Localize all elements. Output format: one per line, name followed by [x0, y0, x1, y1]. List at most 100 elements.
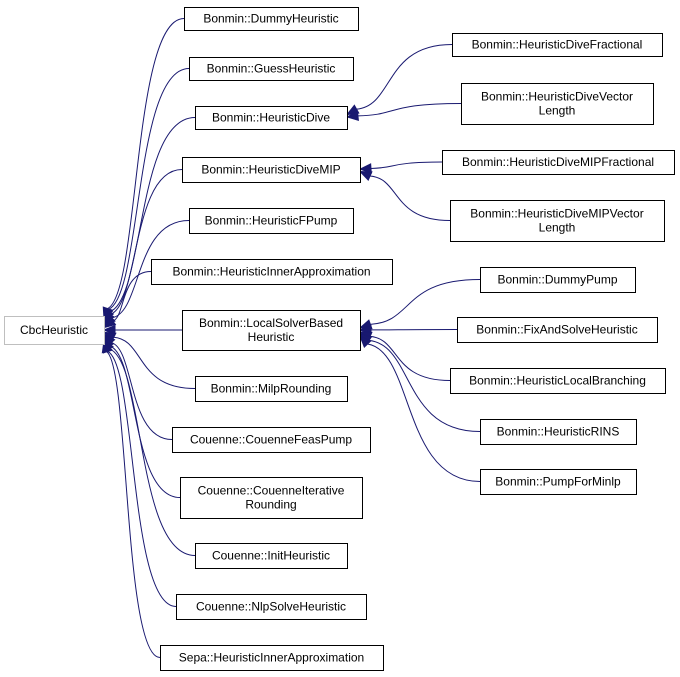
edge-feas-to-cbc: [103, 333, 173, 440]
class-node-fpump[interactable]: Bonmin::HeuristicFPump: [189, 208, 354, 234]
node-box: [450, 368, 666, 394]
class-node-cbc[interactable]: CbcHeuristic: [4, 316, 105, 345]
class-node-hdive[interactable]: Bonmin::HeuristicDive: [195, 106, 348, 130]
class-node-init[interactable]: Couenne::InitHeuristic: [195, 543, 348, 569]
edge-line: [368, 339, 481, 432]
node-box: [160, 645, 384, 671]
node-box: [184, 7, 359, 31]
node-box: [450, 200, 665, 242]
class-node-dpump[interactable]: Bonmin::DummyPump: [480, 267, 636, 293]
node-box: [189, 57, 354, 81]
class-node-dummy[interactable]: Bonmin::DummyHeuristic: [184, 7, 359, 31]
class-node-fixsolve[interactable]: Bonmin::FixAndSolveHeuristic: [457, 317, 658, 343]
edge-line: [370, 161, 443, 169]
node-label: Bonmin::GuessHeuristic: [207, 62, 336, 76]
class-node-pumpminlp[interactable]: Bonmin::PumpForMinlp: [480, 469, 637, 495]
node-label: Bonmin::DummyHeuristic: [203, 12, 338, 26]
node-label: Bonmin::MilpRounding: [211, 382, 332, 396]
edge-milp-to-cbc: [102, 331, 196, 389]
edge-line: [367, 343, 481, 482]
class-node-rins[interactable]: Bonmin::HeuristicRINS: [480, 419, 637, 445]
edge-line: [107, 18, 185, 310]
class-node-hinner[interactable]: Bonmin::HeuristicInnerApproximation: [151, 259, 393, 285]
node-box: [189, 208, 354, 234]
edge-hinner-to-cbc: [102, 271, 152, 329]
edge-nlp-to-cbc: [102, 339, 177, 607]
node-box: [457, 317, 658, 343]
edge-line: [111, 342, 173, 440]
node-label: Rounding: [245, 498, 296, 512]
edge-line: [109, 169, 183, 315]
edge-line: [113, 336, 196, 389]
node-box: [180, 477, 363, 519]
class-node-sepa[interactable]: Sepa::HeuristicInnerApproximation: [160, 645, 384, 671]
node-label: Bonmin::DummyPump: [497, 273, 617, 287]
node-label: Couenne::CouenneIterative: [198, 484, 345, 498]
node-label: Bonmin::HeuristicDiveFractional: [472, 38, 643, 52]
edge-line: [356, 44, 453, 110]
class-node-nlp[interactable]: Couenne::NlpSolveHeuristic: [176, 594, 367, 620]
edge-line: [370, 335, 451, 381]
node-box: [182, 157, 361, 183]
node-box: [195, 106, 348, 130]
node-label: Heuristic: [248, 330, 295, 344]
arrowhead-icon: [359, 335, 372, 349]
node-label: Bonmin::HeuristicLocalBranching: [469, 374, 646, 388]
edge-pumpminlp-to-lsb: [359, 335, 481, 482]
edge-layer: [101, 18, 481, 658]
node-layer: CbcHeuristic Bonmin::DummyHeuristicBonmin…: [4, 7, 675, 671]
edge-line: [370, 175, 451, 221]
edge-hdvec-to-hdive: [345, 103, 462, 121]
class-node-milp[interactable]: Bonmin::MilpRounding: [195, 376, 348, 402]
class-node-hdivemip[interactable]: Bonmin::HeuristicDiveMIP: [182, 157, 361, 183]
node-label: Length: [539, 221, 576, 235]
edge-line: [107, 350, 177, 607]
arrowhead-icon: [358, 163, 372, 174]
arrowhead-icon: [345, 110, 359, 121]
node-box: [480, 267, 636, 293]
edge-hdmipvec-to-hdivemip: [358, 171, 451, 221]
edge-line: [109, 117, 196, 313]
node-box: [151, 259, 393, 285]
node-box: [461, 83, 654, 125]
node-box: [480, 419, 637, 445]
class-node-feas[interactable]: Couenne::CouenneFeasPump: [172, 427, 371, 453]
node-label: Bonmin::LocalSolverBased: [199, 316, 343, 330]
node-label: Bonmin::PumpForMinlp: [495, 475, 621, 489]
node-label: Bonmin::HeuristicInnerApproximation: [172, 265, 370, 279]
class-node-guess[interactable]: Bonmin::GuessHeuristic: [189, 57, 354, 81]
node-label: Bonmin::HeuristicDiveMIPVector: [470, 207, 643, 221]
edge-lsb-to-cbc: [102, 324, 182, 336]
class-node-localbranch[interactable]: Bonmin::HeuristicLocalBranching: [450, 368, 666, 394]
class-node-hdmipfrac[interactable]: Bonmin::HeuristicDiveMIPFractional: [442, 150, 675, 175]
node-label: Sepa::HeuristicInnerApproximation: [179, 651, 364, 665]
node-label: Bonmin::HeuristicFPump: [205, 214, 338, 228]
arrowhead-icon: [102, 324, 116, 336]
edge-hdive-to-cbc: [103, 117, 196, 323]
edge-line: [357, 103, 462, 117]
class-node-hdfrac[interactable]: Bonmin::HeuristicDiveFractional: [452, 33, 663, 57]
node-box: [172, 427, 371, 453]
arrowhead-icon: [102, 316, 117, 329]
node-label: Bonmin::FixAndSolveHeuristic: [476, 323, 637, 337]
edge-line: [370, 279, 481, 325]
node-label: Bonmin::HeuristicDiveVector: [481, 90, 633, 104]
node-label: Bonmin::HeuristicDiveMIPFractional: [462, 155, 654, 169]
node-box: [176, 594, 367, 620]
edge-hdivemip-to-cbc: [103, 169, 183, 325]
node-label: Bonmin::HeuristicRINS: [497, 425, 620, 439]
edge-line: [106, 351, 161, 658]
edge-line: [108, 68, 190, 310]
node-label: Couenne::InitHeuristic: [212, 549, 330, 563]
node-box: [452, 33, 663, 57]
node-label: Couenne::NlpSolveHeuristic: [196, 600, 346, 614]
node-label: Length: [539, 104, 576, 118]
node-box: [195, 543, 348, 569]
node-label: Couenne::CouenneFeasPump: [190, 433, 352, 447]
node-box: [195, 376, 348, 402]
